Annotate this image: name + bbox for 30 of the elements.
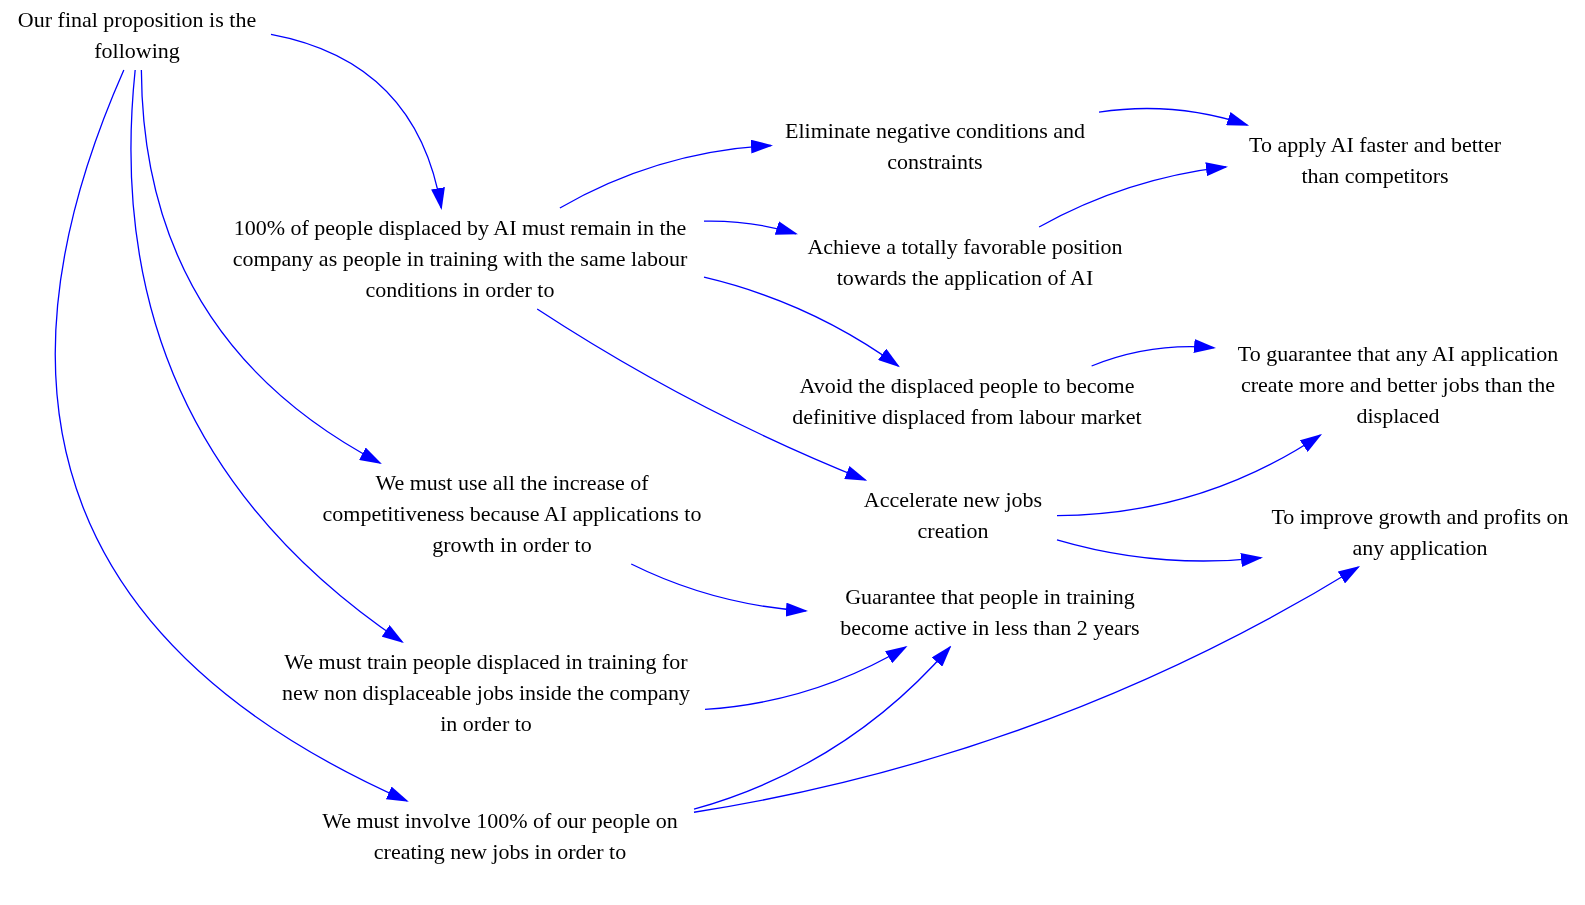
node-text: Avoid the displaced people to become definitive displaced from labour market — [791, 372, 1143, 431]
node-text: To improve growth and profits on any application — [1270, 503, 1570, 562]
arrow — [270, 33, 445, 210]
arrow — [704, 646, 908, 711]
arrow — [1098, 107, 1250, 126]
node-text: To apply AI faster and better than competitors — [1248, 131, 1502, 190]
arrow — [1056, 433, 1323, 517]
arrow — [536, 308, 868, 481]
arrow — [130, 69, 404, 644]
node-text: Guarantee that people in training become active in less than 2 years — [839, 583, 1141, 642]
node-text: Eliminate negative conditions and constraints — [784, 117, 1086, 176]
node-text: To guarantee that any AI application create more and better jobs than the displaced — [1236, 340, 1560, 430]
node-text: We must use all the increase of competitiveness because AI applications to growth in order to — [321, 469, 703, 559]
node-text: We must involve 100% of our people on creating new jobs in order to — [321, 807, 679, 866]
arrow — [1090, 339, 1216, 367]
arrow — [703, 220, 798, 235]
arrow — [703, 276, 900, 368]
node-text: Accelerate new jobs creation — [862, 486, 1044, 545]
arrow — [693, 645, 952, 810]
node-text: Achieve a totally favorable position towards the application of AI — [806, 233, 1124, 292]
node-text: Our final proposition is the following — [16, 6, 258, 65]
arrow — [140, 69, 382, 464]
arrow — [559, 139, 773, 209]
arrow — [1056, 539, 1263, 567]
arrow — [55, 69, 409, 802]
arrow — [630, 563, 808, 617]
node-text: 100% of people displaced by AI must remain in the company as people in training with the same labour conditions in order to — [231, 214, 689, 304]
node-text: We must train people displaced in training for new non displaceable jobs inside the company in order to — [280, 648, 692, 738]
arrow — [1038, 162, 1228, 228]
arrow — [693, 566, 1361, 813]
